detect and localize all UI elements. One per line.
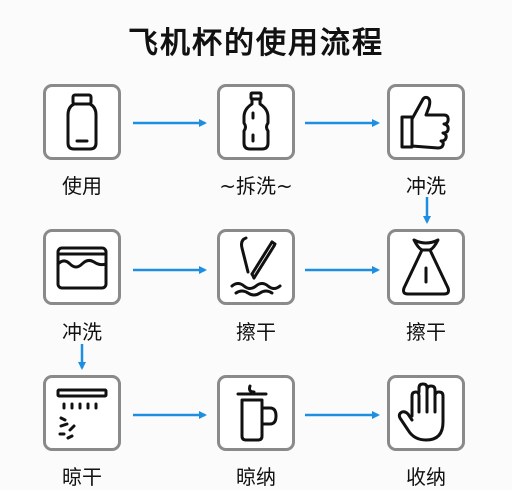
thumbs-up-icon xyxy=(400,95,450,150)
step-label-8: 晾纳 xyxy=(236,465,276,489)
step-label-5: 擦干 xyxy=(236,320,276,344)
bottle-icon xyxy=(66,93,98,151)
step-label-1: 使用 xyxy=(62,174,102,198)
brush-water-icon xyxy=(230,236,282,297)
step-box-4 xyxy=(43,229,121,305)
pouch-bag-icon xyxy=(402,238,450,296)
step-box-7 xyxy=(43,375,121,451)
step-box-6 xyxy=(387,229,465,305)
step-label-2: ~拆洗~ xyxy=(219,174,293,198)
diagram-title: 飞机杯的使用流程 xyxy=(128,26,384,61)
step-label-9: 收纳 xyxy=(406,465,446,489)
mug-icon xyxy=(236,384,278,442)
step-box-1 xyxy=(43,84,121,160)
step-box-2 xyxy=(217,84,295,160)
step-label-6: 擦干 xyxy=(406,320,446,344)
plastic-bottle-icon xyxy=(242,91,270,151)
water-basin-icon xyxy=(56,246,108,290)
step-box-3 xyxy=(387,84,465,160)
step-label-4: 冲洗 xyxy=(62,320,102,344)
step-box-9 xyxy=(387,375,465,451)
shower-head-icon xyxy=(56,388,108,440)
step-label-3: 冲洗 xyxy=(406,174,446,198)
step-box-5 xyxy=(217,229,295,305)
hand-icon xyxy=(397,382,445,442)
step-box-8 xyxy=(217,375,295,451)
step-label-7: 晾干 xyxy=(62,465,102,489)
